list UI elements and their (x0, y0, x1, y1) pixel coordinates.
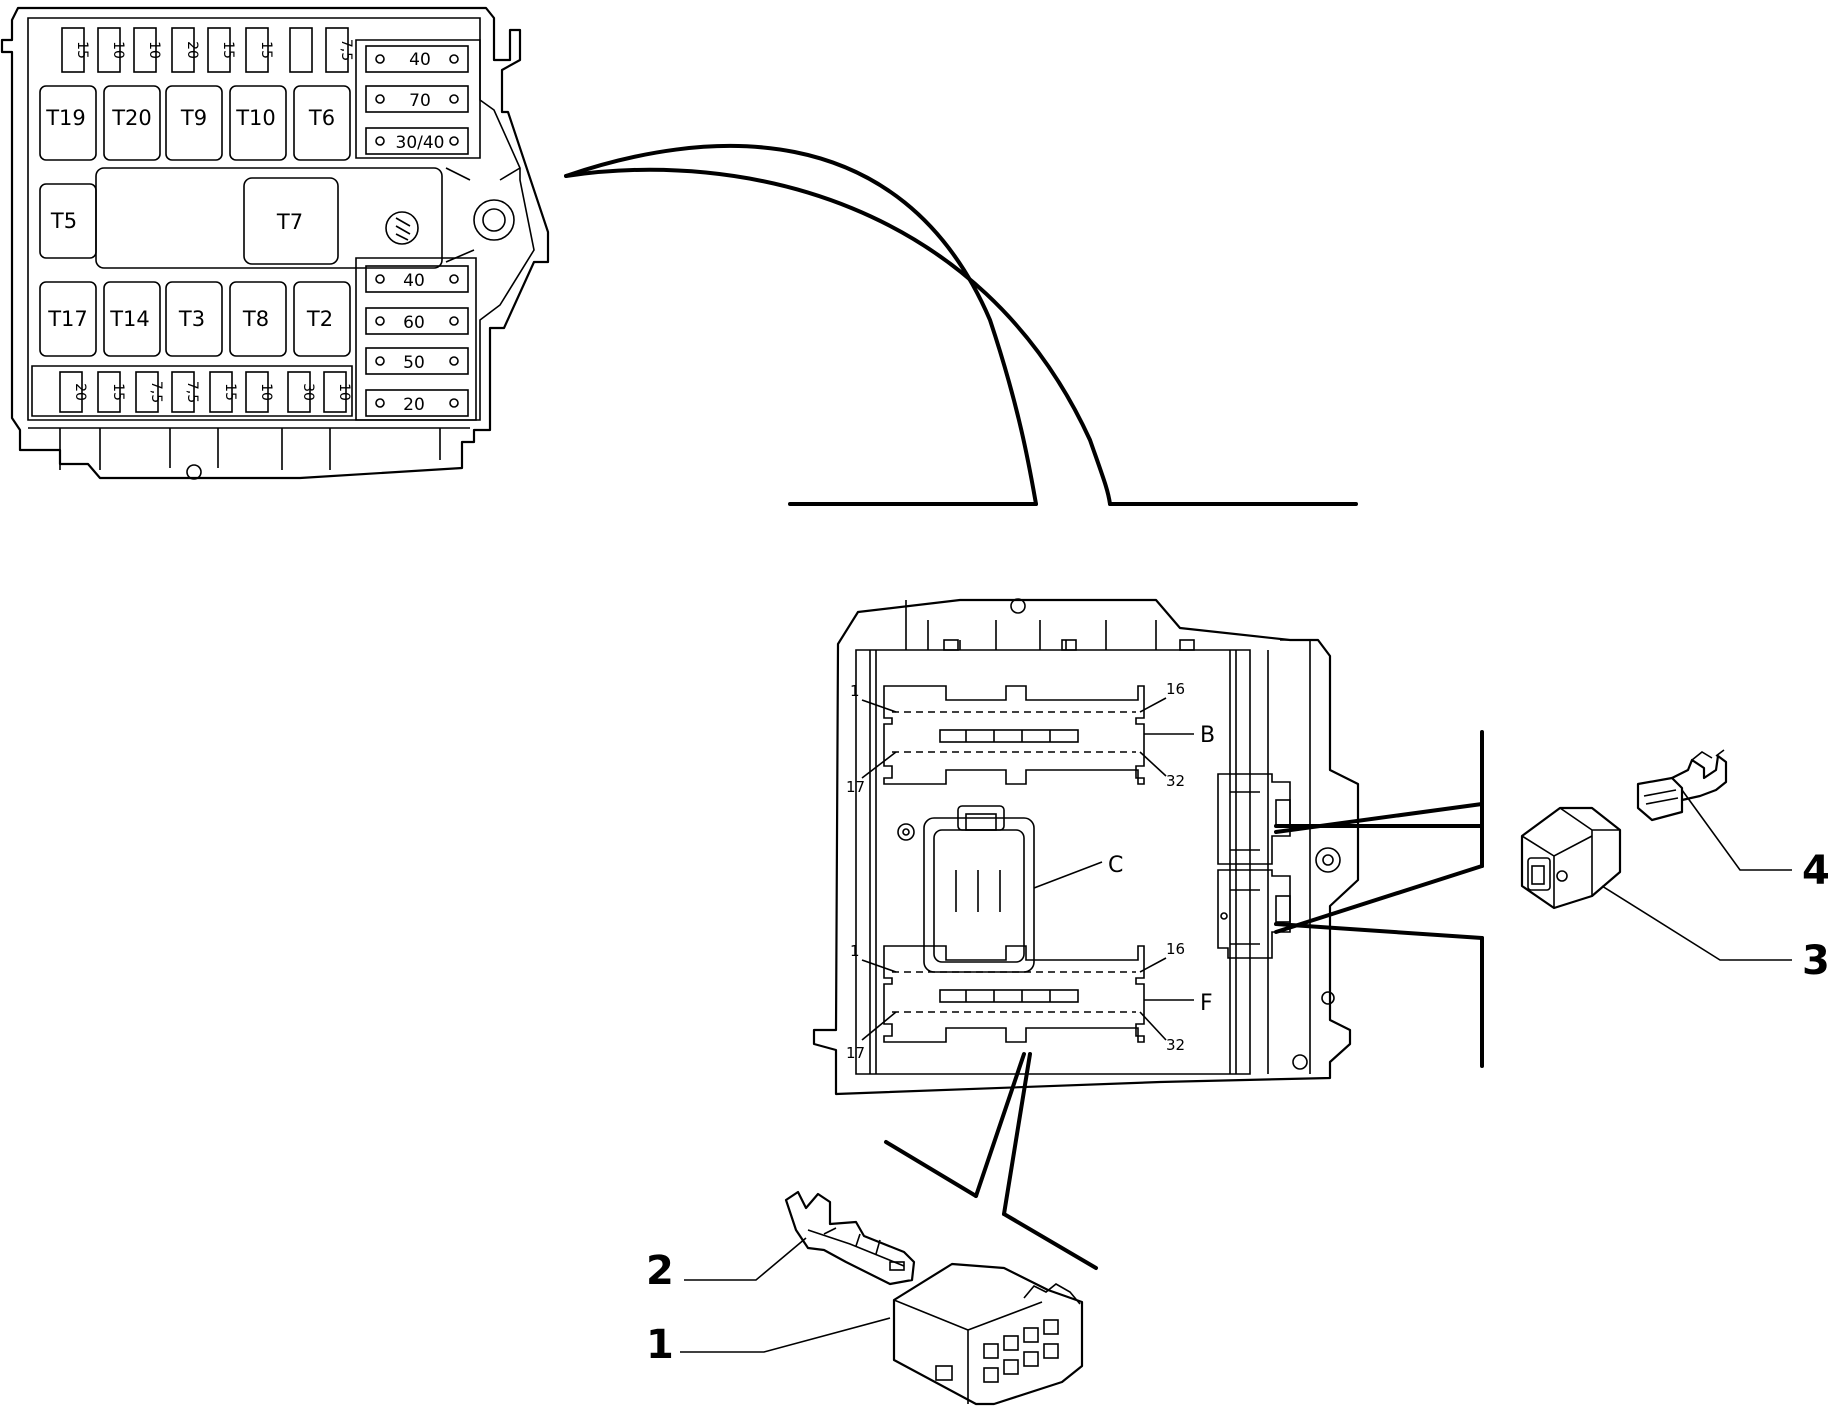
connector-f-pin-32: 32 (1166, 1036, 1185, 1054)
callout-4: 4 (1802, 848, 1830, 894)
callout-2: 2 (646, 1248, 674, 1294)
top-mini-fuse-1-label: 15 (74, 41, 90, 59)
top-maxi-fuse-1-label: 40 (409, 50, 431, 70)
connector-b: 1 16 17 32 B (846, 680, 1215, 796)
relay-t2-label: T2 (306, 307, 333, 331)
side-connector-upper (1217, 773, 1291, 865)
relay-row-2: T17 T14 T3 T8 T2 (39, 281, 351, 357)
bottom-mini-fuse-row: 20 15 7,5 7,5 15 10 30 10 (31, 365, 353, 417)
relay-t3-label: T3 (178, 307, 205, 331)
top-mini-fuse-5-label: 15 (220, 41, 236, 59)
top-mini-fuse-2-label: 10 (110, 41, 126, 59)
bottom-mini-fuse-3-label: 7,5 (148, 381, 164, 403)
part-1-connector (680, 1262, 1084, 1406)
connector-f: 1 16 17 32 F (846, 940, 1213, 1062)
right-maxi-fuse-3-label: 50 (403, 353, 425, 373)
relay-t8-label: T8 (242, 307, 269, 331)
bottom-mini-fuse-5-label: 15 (222, 383, 238, 401)
part-4-terminal (1636, 749, 1792, 871)
connector-b-pin-17: 17 (846, 778, 865, 796)
control-unit: 1 16 17 32 B C (812, 598, 1360, 1096)
right-maxi-fuse-2-label: 60 (403, 313, 425, 333)
connector-f-label: F (1200, 991, 1213, 1016)
link-lines (564, 143, 1358, 506)
relay-t5-label: T5 (50, 209, 77, 233)
bottom-mini-fuse-6-label: 10 (258, 383, 274, 401)
right-maxi-fuse-block: 40 60 50 20 (355, 257, 477, 421)
part-1-pin-grid (983, 1319, 1059, 1383)
side-connector-lower (1217, 869, 1291, 959)
bottom-mini-fuse-2-label: 15 (110, 383, 126, 401)
top-mini-fuse-row: 15 10 10 20 15 15 7,5 (61, 27, 354, 73)
bottom-mini-fuse-4-label: 7,5 (184, 381, 200, 403)
relay-t17-label: T17 (47, 307, 88, 331)
part-2-terminal (684, 1190, 916, 1286)
top-maxi-fuse-block: 40 70 30/40 (355, 39, 481, 159)
relay-t6-label: T6 (308, 106, 335, 130)
bottom-leader-lines (884, 1052, 1098, 1270)
connector-c-label: C (1108, 853, 1123, 878)
top-mini-fuse-8-label: 7,5 (338, 39, 354, 61)
relay-row-1: T19 T20 T9 T10 T6 (39, 85, 351, 161)
callout-3: 3 (1802, 938, 1830, 984)
part-3-connector (1520, 806, 1792, 961)
connector-f-pin-1: 1 (850, 942, 860, 960)
top-mini-fuse-4-label: 20 (184, 41, 200, 59)
right-maxi-fuse-1-label: 40 (403, 271, 425, 291)
connector-b-pin-16: 16 (1166, 680, 1185, 698)
connector-b-label: B (1200, 723, 1215, 748)
connector-c: C (897, 805, 1123, 973)
top-mini-fuse-3-label: 10 (146, 41, 162, 59)
right-maxi-fuse-4-label: 20 (403, 395, 425, 415)
connector-f-pin-16: 16 (1166, 940, 1185, 958)
relay-t9-label: T9 (180, 106, 207, 130)
fuse-box: 15 10 10 20 15 15 7,5 40 70 30/40 (0, 6, 550, 480)
relay-t7-label: T7 (276, 210, 303, 234)
top-maxi-fuse-2-label: 70 (409, 91, 431, 111)
side-leader-lines (1274, 730, 1484, 1068)
relay-t20-label: T20 (111, 106, 152, 130)
relay-t19-label: T19 (45, 106, 86, 130)
callout-1: 1 (646, 1322, 674, 1368)
relay-t10-label: T10 (235, 106, 276, 130)
connector-b-pin-1: 1 (850, 682, 860, 700)
top-maxi-fuse-3-label: 30/40 (396, 133, 445, 153)
bottom-mini-fuse-1-label: 20 (72, 383, 88, 401)
relay-t14-label: T14 (109, 307, 150, 331)
connector-b-pin-32: 32 (1166, 772, 1185, 790)
bottom-mini-fuse-8-label: 10 (336, 383, 352, 401)
top-mini-fuse-6-label: 15 (258, 41, 274, 59)
connector-f-pin-17: 17 (846, 1044, 865, 1062)
bottom-mini-fuse-7-label: 30 (300, 383, 316, 401)
